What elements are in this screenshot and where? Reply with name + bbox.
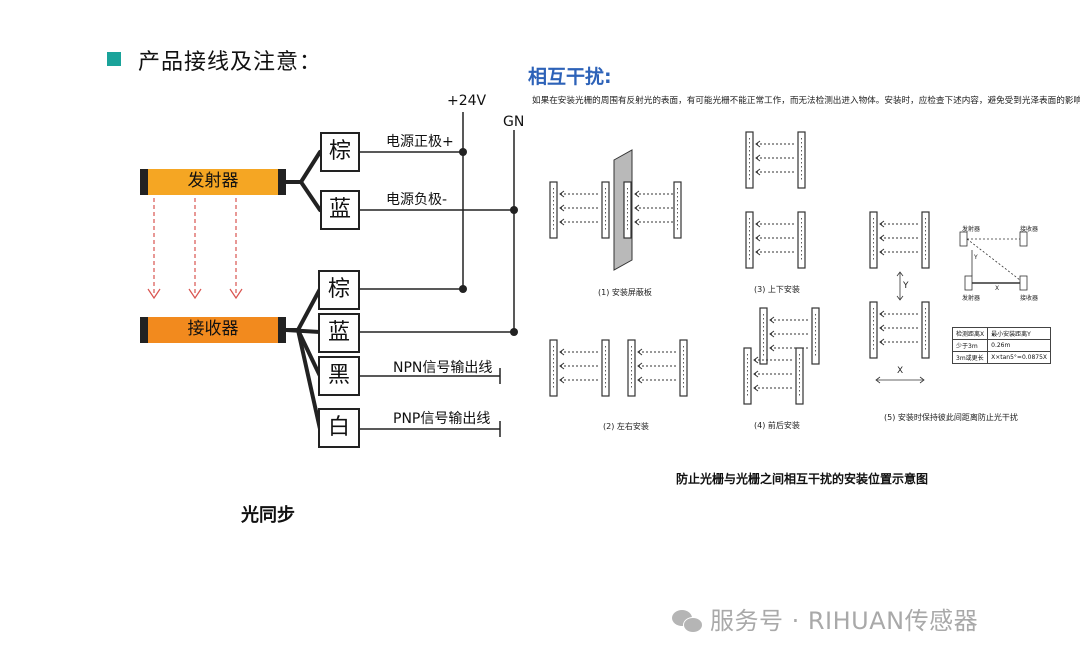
table-row: 3m或更长 X×tan5°=0.0875X [951, 351, 1052, 364]
interference-title: 相互干扰: [528, 66, 612, 88]
title-bullet [107, 52, 121, 66]
sync-caption: 光同步 [241, 505, 295, 526]
caption-5: (5) 安装时保持彼此间距离防止光干扰 [884, 413, 1018, 422]
mini-y-label: Y [974, 254, 978, 261]
caption-1: (1) 安装屏蔽板 [598, 288, 652, 297]
table-row: 少于3m 0.26m [951, 339, 1052, 352]
mini-receiver-label-2: 接收器 [1020, 295, 1039, 302]
table-cell: X×tan5°=0.0875X [987, 351, 1052, 364]
supply-label: +24V [447, 93, 487, 109]
figure-caption: 防止光栅与光栅之间相互干扰的安装位置示意图 [676, 472, 929, 486]
wire-label-positive: 电源正极+ [386, 134, 454, 150]
axis-x-label: X [897, 366, 904, 376]
wechat-icon [672, 610, 703, 633]
wire-label-npn: NPN信号输出线 [393, 360, 493, 376]
table-header: 最小安装距离Y [987, 327, 1052, 340]
emitter-wire-blue: 蓝 [320, 190, 360, 230]
caption-3: (3) 上下安装 [754, 285, 800, 294]
table-header: 检测距离X [951, 327, 989, 340]
interference-description: 如果在安装光栅的周围有反射光的表面，有可能光栅不能正常工作，而无法检测出进入物体… [532, 96, 1080, 106]
receiver-label: 接收器 [187, 319, 239, 339]
caption-2: (2) 左右安装 [603, 422, 649, 431]
emitter-label: 发射器 [187, 171, 239, 191]
table-cell: 少于3m [951, 339, 989, 352]
page-title: 产品接线及注意： [138, 50, 323, 75]
mini-x-label: X [995, 285, 1000, 292]
ground-label: GN [503, 114, 525, 130]
wire-label-pnp: PNP信号输出线 [393, 411, 491, 427]
mini-emitter-label-2: 发射器 [962, 295, 981, 302]
axis-y-label: Y [903, 281, 909, 291]
watermark: 服务号 · RIHUAN传感器 [672, 601, 978, 636]
table-cell: 0.26m [987, 339, 1052, 352]
receiver-device: 接收器 [140, 317, 286, 343]
interference-figures [549, 120, 1028, 460]
receiver-wire-black: 黑 [318, 356, 360, 396]
receiver-wire-white: 白 [318, 408, 360, 448]
emitter-device: 发射器 [140, 169, 286, 195]
emitter-wire-brown: 棕 [320, 132, 360, 172]
wire-label-negative: 电源负极- [386, 192, 448, 208]
mini-receiver-label: 接收器 [1020, 226, 1039, 233]
table-cell: 3m或更长 [951, 351, 989, 364]
distance-table: 检测距离X 最小安装距离Y 少于3m 0.26m 3m或更长 X×tan5°=0… [951, 327, 1052, 364]
caption-4: (4) 前后安装 [754, 421, 800, 430]
receiver-wire-brown: 棕 [318, 270, 360, 310]
mini-emitter-label: 发射器 [962, 226, 981, 233]
receiver-wire-blue: 蓝 [318, 313, 360, 353]
watermark-text: 服务号 · RIHUAN传感器 [710, 607, 979, 635]
